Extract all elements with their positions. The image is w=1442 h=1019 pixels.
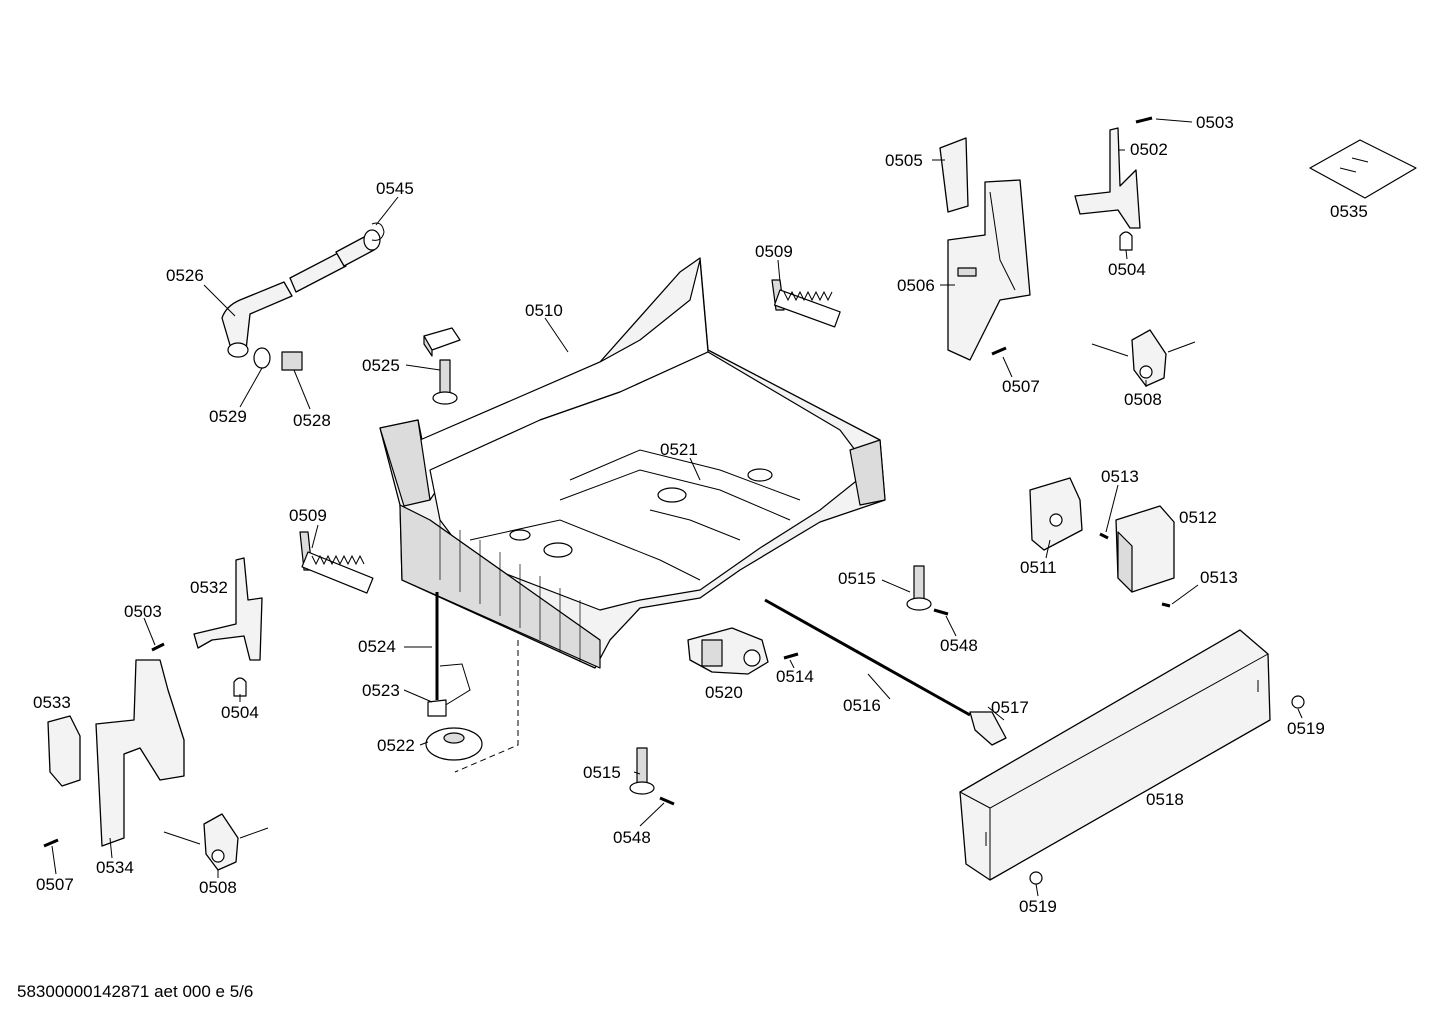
float-part bbox=[425, 592, 483, 761]
part-label-0516: 0516 bbox=[843, 696, 881, 715]
spring-bracket-part bbox=[299, 531, 374, 594]
part-label-0529: 0529 bbox=[209, 407, 247, 426]
part-label-0509: 0509 bbox=[755, 242, 793, 261]
front-panel-part bbox=[959, 629, 1271, 881]
part-label-0532: 0532 bbox=[190, 578, 228, 597]
hinge-part bbox=[1091, 329, 1196, 387]
part-label-0503: 0503 bbox=[124, 602, 162, 621]
part-label-0507: 0507 bbox=[36, 875, 74, 894]
part-label-0514: 0514 bbox=[776, 667, 814, 686]
part-label-0504: 0504 bbox=[1108, 260, 1146, 279]
part-label-0515: 0515 bbox=[583, 763, 621, 782]
drawing-reference: 58300000142871 aet 000 e 5/6 bbox=[17, 982, 254, 1001]
part-label-0523: 0523 bbox=[362, 681, 400, 700]
part-label-0533: 0533 bbox=[33, 693, 71, 712]
part-label-0519: 0519 bbox=[1287, 719, 1325, 738]
part-label-0548: 0548 bbox=[613, 828, 651, 847]
foot-screw-part bbox=[423, 327, 461, 405]
part-label-0524: 0524 bbox=[358, 637, 396, 656]
part-label-0508: 0508 bbox=[1124, 390, 1162, 409]
part-label-0517: 0517 bbox=[991, 698, 1029, 717]
screw-bag-part bbox=[1309, 139, 1417, 199]
rod-part bbox=[764, 598, 1007, 746]
inlet-valve-part bbox=[687, 627, 769, 675]
part-label-0506: 0506 bbox=[897, 276, 935, 295]
part-label-0507: 0507 bbox=[1002, 377, 1040, 396]
part-label-0513: 0513 bbox=[1101, 467, 1139, 486]
part-label-0525: 0525 bbox=[362, 356, 400, 375]
screw-part bbox=[43, 116, 1305, 885]
part-label-0505: 0505 bbox=[885, 151, 923, 170]
part-label-0502: 0502 bbox=[1130, 140, 1168, 159]
part-label-0522: 0522 bbox=[377, 736, 415, 755]
part-label-0515: 0515 bbox=[838, 569, 876, 588]
part-label-0513: 0513 bbox=[1200, 568, 1238, 587]
part-label-0511: 0511 bbox=[1020, 558, 1057, 577]
latch-bracket-part bbox=[1074, 127, 1141, 251]
side-bracket-part bbox=[939, 137, 1031, 361]
part-label-0520: 0520 bbox=[705, 683, 743, 702]
drain-hose-part bbox=[221, 222, 385, 371]
part-label-0510: 0510 bbox=[525, 301, 563, 320]
part-label-0509: 0509 bbox=[289, 506, 327, 525]
base-tub-part bbox=[379, 257, 886, 669]
part-label-0519: 0519 bbox=[1019, 897, 1057, 916]
part-label-0512: 0512 bbox=[1179, 508, 1217, 527]
part-label-0545: 0545 bbox=[376, 179, 414, 198]
part-label-0504: 0504 bbox=[221, 703, 259, 722]
part-label-0508: 0508 bbox=[199, 878, 237, 897]
part-label-0503: 0503 bbox=[1196, 113, 1234, 132]
foot-screw-part bbox=[629, 565, 932, 795]
part-label-0518: 0518 bbox=[1146, 790, 1184, 809]
part-label-0534: 0534 bbox=[96, 858, 134, 877]
spring-bracket-part bbox=[771, 279, 841, 328]
part-label-0548: 0548 bbox=[940, 636, 978, 655]
leader-dash bbox=[454, 640, 519, 773]
part-label-0526: 0526 bbox=[166, 266, 204, 285]
leader-lines bbox=[51, 118, 1303, 897]
hinge-part bbox=[163, 813, 269, 871]
part-label-0535: 0535 bbox=[1330, 202, 1368, 221]
housing-part bbox=[1029, 477, 1175, 593]
part-label-0521: 0521 bbox=[660, 440, 698, 459]
side-bracket-part bbox=[47, 557, 263, 847]
part-label-0528: 0528 bbox=[293, 411, 331, 430]
